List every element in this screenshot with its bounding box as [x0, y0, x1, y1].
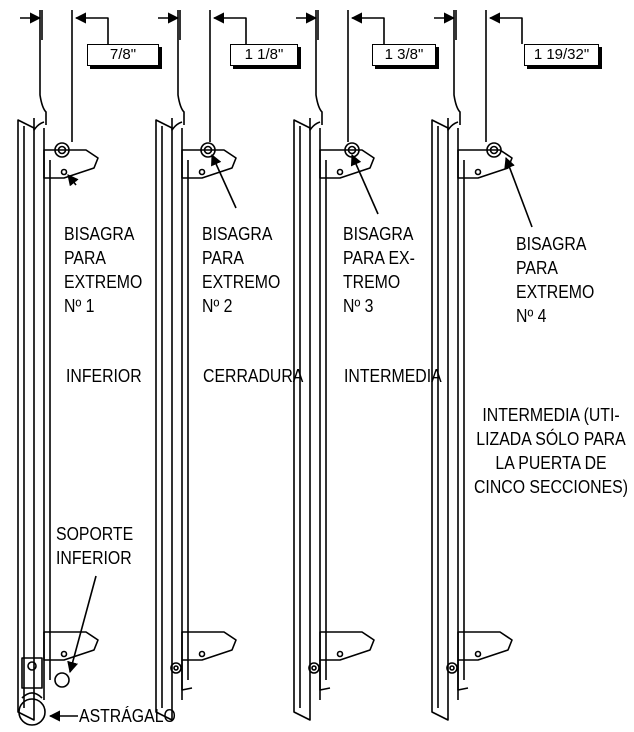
- hinge-label-4: BISAGRA PARA EXTREMO Nº 4: [516, 234, 595, 326]
- door-section-3: [293, 10, 385, 721]
- bottom-bracket-screw: [27, 661, 37, 671]
- hinge-label-2: BISAGRA PARA EXTREMO Nº 2: [202, 224, 281, 316]
- flange-hook: [309, 118, 321, 131]
- astragal-label: ASTRÁGALO: [79, 706, 176, 726]
- section-label-intermedia: INTERMEDIA: [344, 366, 442, 386]
- bottom-roller: [54, 672, 70, 688]
- hinge-roller-hub: [347, 145, 357, 155]
- outer-skin: [155, 119, 173, 721]
- fastener-center: [173, 665, 179, 671]
- dimension-arrow: [212, 12, 247, 44]
- section-label-inferior: INFERIOR: [66, 366, 142, 386]
- outer-skin: [17, 119, 35, 721]
- top-hinge-bracket: [43, 149, 99, 179]
- bottom-bracket: [21, 657, 43, 689]
- fastener-center: [449, 665, 455, 671]
- hinge-roller-hub: [203, 145, 213, 155]
- bottom-hinge-bracket: [457, 631, 513, 661]
- bracket-bolt: [474, 168, 482, 176]
- door-section-4: [431, 10, 533, 721]
- outer-skin: [431, 119, 449, 721]
- top-flange: [315, 10, 323, 125]
- dimension-label-3: 1 3/8": [372, 44, 436, 66]
- top-flange: [39, 10, 47, 125]
- door-section-2: [155, 10, 247, 721]
- hinge-roller: [200, 142, 216, 158]
- bracket-bolt: [336, 168, 344, 176]
- dimension-arrow: [350, 12, 385, 44]
- bracket-bolt: [60, 650, 68, 658]
- astragal-lip: [21, 692, 43, 699]
- section-label-cerradura: CERRADURA: [203, 366, 304, 386]
- fastener-center: [311, 665, 317, 671]
- dimension-label-1: 7/8": [87, 44, 159, 66]
- bottom-bracket-label: SOPORTE INFERIOR: [56, 524, 134, 568]
- bottom-lip: [457, 660, 469, 691]
- hinge-label-3: BISAGRA PARA EX- TREMO Nº 3: [343, 224, 415, 316]
- bottom-bracket-leader: [67, 575, 97, 674]
- dimension-label-4: 1 19/32": [524, 44, 599, 66]
- fastener: [308, 662, 320, 674]
- dimension-arrow: [74, 12, 109, 44]
- bracket-bolt: [336, 650, 344, 658]
- bottom-hinge-bracket: [43, 631, 99, 661]
- bracket-bolt: [198, 168, 206, 176]
- hinge-leader: [350, 153, 379, 215]
- flange-hook: [171, 118, 183, 131]
- section-label-intermedia-five-section: INTERMEDIA (UTI- LIZADA SÓLO PARA LA PUE…: [473, 405, 629, 497]
- bottom-hinge-bracket: [181, 631, 237, 661]
- door-section-1: [17, 10, 109, 726]
- flange-hook: [33, 118, 45, 131]
- bottom-lip: [181, 660, 193, 691]
- top-flange: [453, 10, 461, 125]
- hinge-roller-hub: [57, 145, 67, 155]
- flange-hook: [447, 118, 459, 131]
- bracket-bolt: [474, 650, 482, 658]
- astragal-seal: [18, 698, 46, 726]
- top-hinge-bracket: [457, 149, 513, 179]
- hinge-label-1: BISAGRA PARA EXTREMO Nº 1: [64, 224, 143, 316]
- outer-skin: [293, 119, 311, 721]
- hinge-leader: [67, 174, 79, 187]
- dimension-label-2: 1 1/8": [230, 44, 298, 66]
- dimension-arrow: [488, 12, 523, 44]
- bottom-hinge-bracket: [319, 631, 375, 661]
- hinge-leader: [504, 156, 533, 228]
- top-flange: [177, 10, 185, 125]
- bottom-lip: [319, 660, 331, 691]
- bracket-bolt: [60, 168, 68, 176]
- hinge-roller-hub: [489, 145, 499, 155]
- fastener: [170, 662, 182, 674]
- top-hinge-bracket: [181, 149, 237, 179]
- hinge-roller: [54, 142, 70, 158]
- hinge-roller: [486, 142, 502, 158]
- bracket-bolt: [198, 650, 206, 658]
- top-hinge-bracket: [319, 149, 375, 179]
- fastener: [446, 662, 458, 674]
- hinge-leader: [211, 153, 237, 209]
